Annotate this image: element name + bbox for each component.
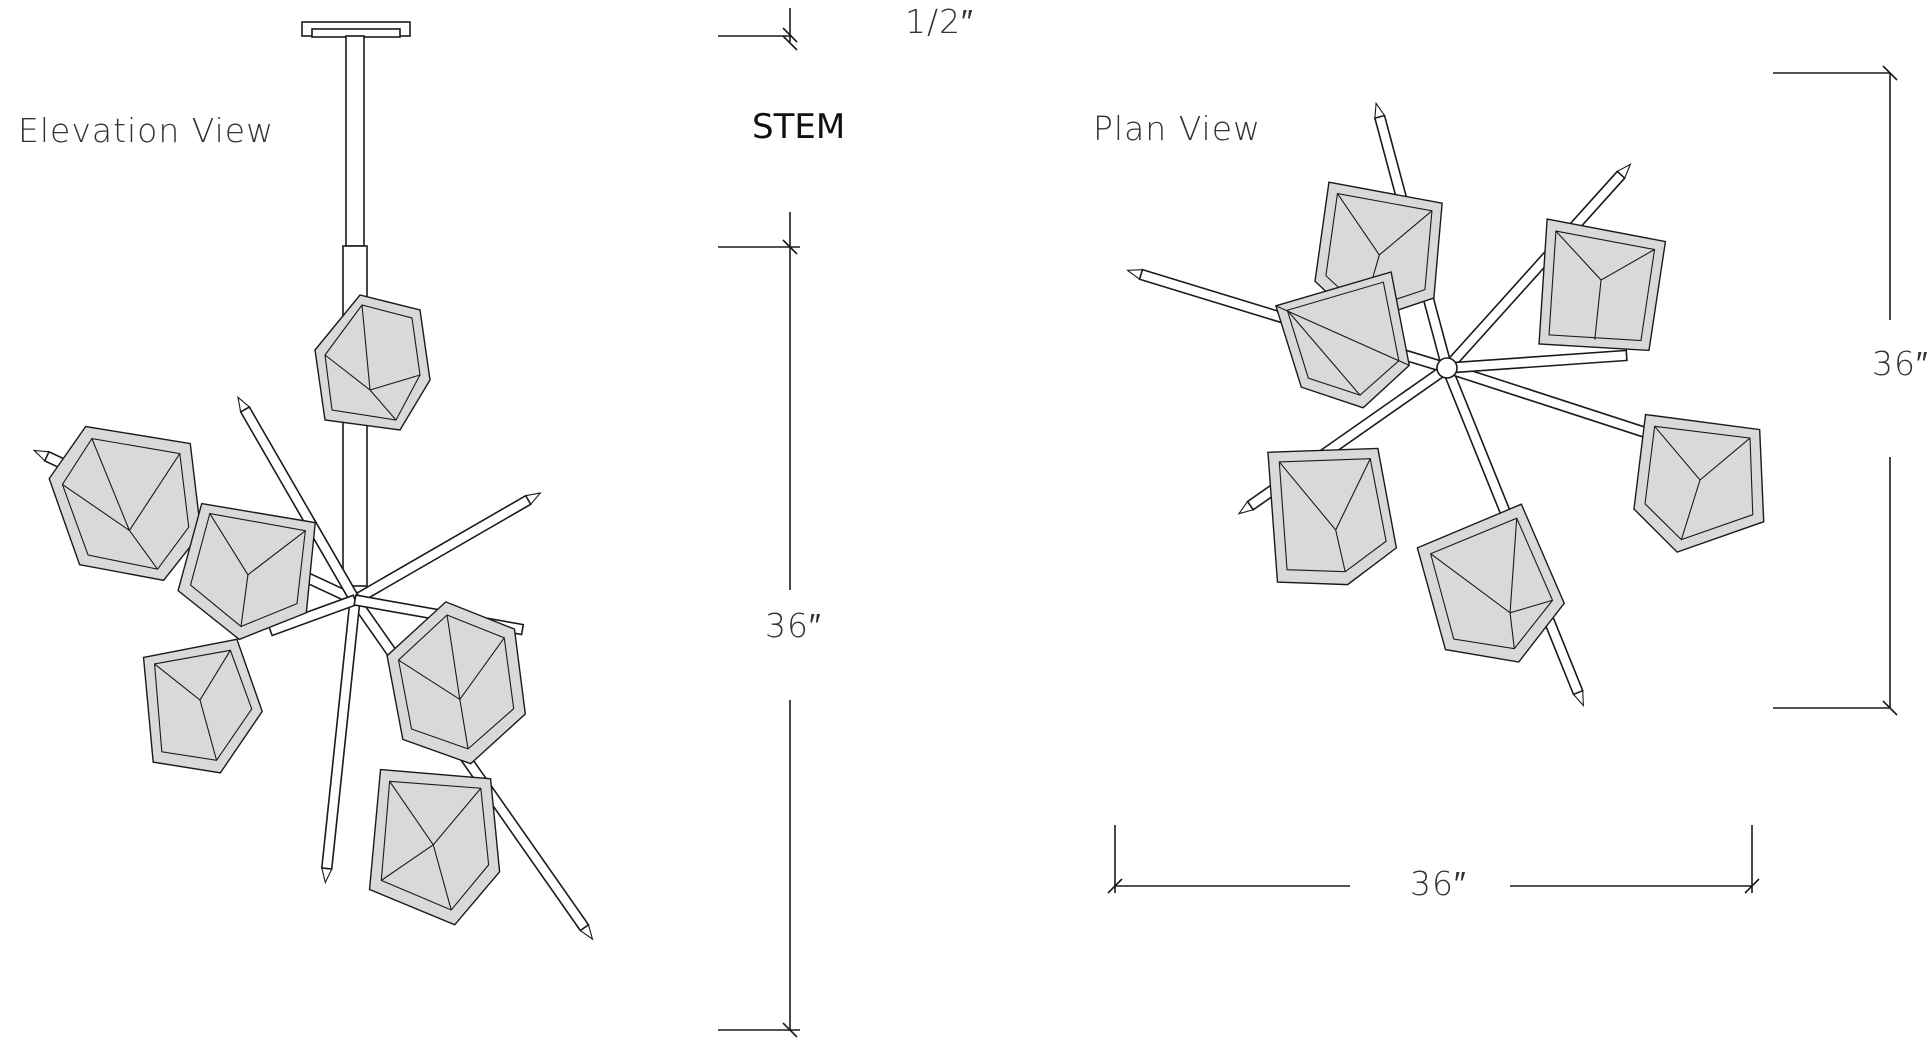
plan-arms xyxy=(1126,101,1659,708)
stem-label: STEM xyxy=(752,107,845,147)
plan-shades xyxy=(1267,181,1765,663)
plan-depth-label: 36″ xyxy=(1872,344,1929,383)
elevation-drawing xyxy=(32,21,594,941)
stem-dimension xyxy=(718,8,800,1038)
elevation-view-title: Elevation View xyxy=(18,111,274,150)
plan-dimensions xyxy=(1107,65,1898,894)
elevation-shades xyxy=(48,294,527,926)
plan-drawing xyxy=(1126,101,1765,708)
stem-rod xyxy=(345,35,365,247)
plan-view-title: Plan View xyxy=(1093,109,1261,148)
plan-hub xyxy=(1436,357,1458,379)
plan-width-label: 36″ xyxy=(1410,864,1467,903)
stem-gap-label: 1/2″ xyxy=(905,2,974,41)
stem-length-label: 36″ xyxy=(765,606,822,645)
